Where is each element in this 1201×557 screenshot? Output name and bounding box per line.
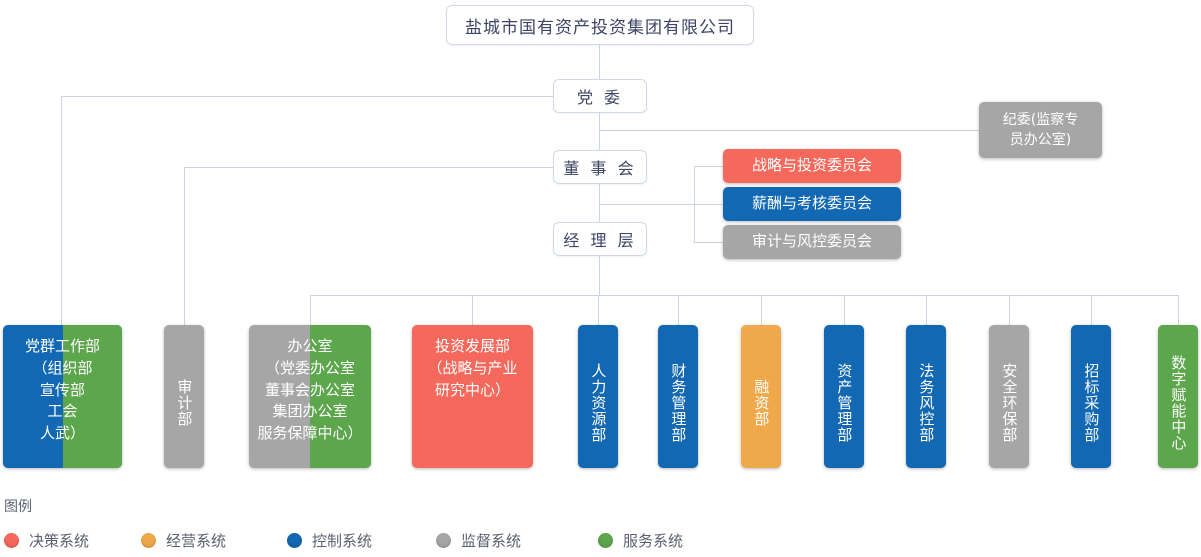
node-committee-audit-risk[interactable]: 审计与风控委员会	[723, 225, 901, 259]
connector-committee-3	[694, 242, 724, 243]
node-dept-legal-risk-control-label: 法务风控部	[917, 362, 936, 443]
legend-label-operation: 经营系统	[166, 532, 227, 550]
legend-item-decision: 决策系统	[4, 530, 89, 551]
node-dept-safety-environment[interactable]: 安全环保部	[989, 325, 1029, 468]
connector-spine-main	[599, 96, 600, 296]
connector-root-to-partycommittee	[599, 45, 600, 80]
connector-partycommittee-right	[599, 130, 979, 131]
node-dept-investment-development[interactable]: 投资发展部 （战略与产业 研究中心）	[412, 325, 533, 468]
node-dept-digital-empowerment[interactable]: 数字赋能中心	[1158, 325, 1198, 468]
node-dept-human-resources[interactable]: 人力资源部	[578, 325, 618, 468]
legend-dot-service	[598, 533, 613, 548]
connector-down-to-dangqun	[61, 96, 62, 325]
node-dept-financial-management[interactable]: 财务管理部	[658, 325, 698, 468]
node-dept-human-resources-label: 人力资源部	[589, 362, 608, 443]
legend-item-operation: 经营系统	[141, 530, 226, 551]
legend-label-supervision: 监督系统	[461, 532, 522, 550]
node-dept-office[interactable]: 办公室 （党委办公室 董事会办公室 集团办公室 服务保障中心）	[249, 325, 371, 468]
node-committee-compensation-assessment-label: 薪酬与考核委员会	[751, 194, 872, 213]
node-dept-bidding-procurement-label: 招标采购部	[1082, 362, 1101, 443]
legend-dot-supervision	[436, 533, 451, 548]
node-committee-strategy-investment[interactable]: 战略与投资委员会	[723, 149, 901, 183]
node-group-title-label: 盐城市国有资产投资集团有限公司	[465, 17, 735, 38]
connector-drop-touzifazhan	[472, 295, 473, 325]
legend-item-control: 控制系统	[287, 530, 372, 551]
connector-department-bus	[310, 295, 1179, 296]
node-board-of-directors[interactable]: 董 事 会	[553, 150, 647, 184]
legend-item-supervision: 监督系统	[436, 530, 521, 551]
office-color-band-service	[310, 325, 371, 468]
node-committee-compensation-assessment[interactable]: 薪酬与考核委员会	[723, 187, 901, 221]
node-dept-audit-label: 审计部	[175, 378, 194, 427]
connector-drop-renliziyuan	[598, 295, 599, 325]
connector-drop-bangongshi	[310, 295, 311, 325]
node-group-title[interactable]: 盐城市国有资产投资集团有限公司	[446, 5, 754, 45]
node-dept-audit[interactable]: 审计部	[164, 325, 204, 468]
legend-label-decision: 决策系统	[29, 532, 90, 550]
connector-drop-zhaobiaocaigou	[1091, 295, 1092, 325]
legend-label-service: 服务系统	[623, 532, 684, 550]
node-dept-asset-management[interactable]: 资产管理部	[824, 325, 864, 468]
node-dept-bidding-procurement[interactable]: 招标采购部	[1071, 325, 1111, 468]
node-dept-office-label: 办公室 （党委办公室 董事会办公室 集团办公室 服务保障中心）	[257, 337, 363, 442]
connector-drop-caiwuguanli	[678, 295, 679, 325]
node-dept-investment-development-label: 投资发展部 （战略与产业 研究中心）	[427, 337, 518, 399]
node-dept-legal-risk-control[interactable]: 法务风控部	[906, 325, 946, 468]
node-management-layer-label: 经 理 层	[563, 231, 637, 250]
node-party-committee-label: 党 委	[576, 88, 624, 107]
legend-label-control: 控制系统	[312, 532, 373, 550]
node-dept-party-mass-work-label: 党群工作部 （组织部 宣传部 工会 人武）	[24, 337, 100, 442]
node-dept-safety-environment-label: 安全环保部	[1000, 362, 1019, 443]
node-dept-financial-management-label: 财务管理部	[669, 362, 688, 443]
connector-drop-shuzifuneng	[1178, 295, 1179, 325]
connector-down-to-audit	[184, 167, 185, 325]
connector-board-left	[184, 167, 554, 168]
node-dept-party-mass-work[interactable]: 党群工作部 （组织部 宣传部 工会 人武）	[3, 325, 122, 468]
connector-committee-2	[694, 204, 724, 205]
node-party-committee[interactable]: 党 委	[553, 79, 647, 113]
legend-title: 图例	[4, 499, 32, 515]
node-board-of-directors-label: 董 事 会	[563, 159, 637, 178]
node-dept-financing-label: 融资部	[752, 378, 771, 427]
node-dept-asset-management-label: 资产管理部	[835, 362, 854, 443]
legend-dot-decision	[4, 533, 19, 548]
node-dept-digital-empowerment-label: 数字赋能中心	[1169, 354, 1188, 451]
legend-item-service: 服务系统	[598, 530, 683, 551]
node-management-layer[interactable]: 经 理 层	[553, 222, 647, 256]
node-discipline-inspection-label: 纪委(监察专 员办公室)	[1002, 111, 1079, 148]
connector-committee-1	[694, 166, 724, 167]
connector-board-to-committees	[599, 204, 695, 205]
dept-color-band-service	[62, 325, 122, 468]
node-committee-audit-risk-label: 审计与风控委员会	[751, 232, 872, 251]
node-discipline-inspection[interactable]: 纪委(监察专 员办公室)	[979, 102, 1102, 158]
connector-drop-zichanguanli	[844, 295, 845, 325]
connector-drop-anquanhuanbao	[1009, 295, 1010, 325]
node-dept-financing[interactable]: 融资部	[741, 325, 781, 468]
legend-dot-operation	[141, 533, 156, 548]
connector-partycommittee-left	[61, 96, 554, 97]
legend-dot-control	[287, 533, 302, 548]
connector-drop-rongzi	[761, 295, 762, 325]
node-committee-strategy-investment-label: 战略与投资委员会	[751, 156, 872, 175]
connector-drop-fawufengkong	[926, 295, 927, 325]
